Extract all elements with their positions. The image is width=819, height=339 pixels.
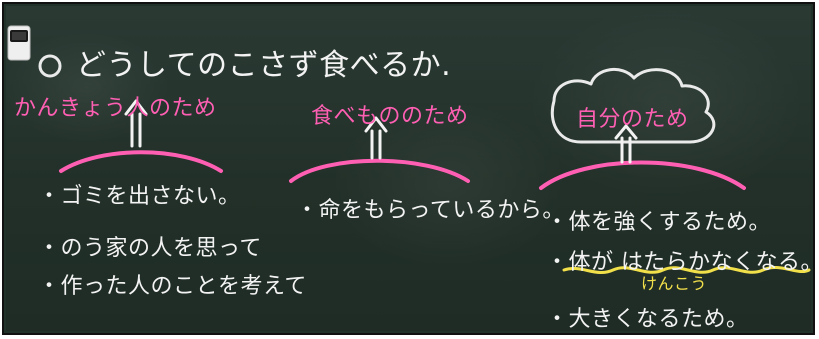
- blackboard-surface: どうしてのこさず食べるか. かんきょう人のため 食べもののため 自分のため ・ゴ…: [6, 6, 811, 331]
- blackboard-photo-frame: どうしてのこさず食べるか. かんきょう人のため 食べもののため 自分のため ・ゴ…: [2, 2, 815, 335]
- right-item-3: ・大きくなるため。: [546, 307, 749, 331]
- left-item-3: ・作った人のことを考えて: [38, 274, 307, 299]
- right-title: 自分のため: [576, 107, 689, 132]
- right-item-2: ・体が はたらかなくなる。: [546, 244, 811, 276]
- right-arc: [539, 160, 746, 190]
- chalk-drawings: [7, 25, 811, 275]
- middle-arc: [289, 158, 470, 183]
- middle-title: 食べもののため: [311, 104, 469, 129]
- right-item-2-text: ・体が はたらかなくなる。: [546, 250, 811, 275]
- middle-double-arrow: [364, 116, 388, 160]
- left-item-1: ・ゴミを出さない。: [38, 184, 241, 209]
- timer-device: [7, 25, 31, 61]
- right-double-arrow: [614, 124, 638, 164]
- left-double-arrow: [124, 99, 148, 148]
- left-arc: [59, 150, 223, 173]
- right-item-1: ・体を強くするため。: [546, 210, 772, 235]
- middle-item-1: ・命をもらっているから。: [296, 198, 565, 223]
- health-label: けんこう: [641, 274, 708, 293]
- health-wave-underline: [562, 265, 811, 275]
- left-item-2: ・のう家の人を思って: [38, 236, 262, 261]
- main-question: どうしてのこさず食べるか.: [76, 48, 452, 83]
- right-cloud: [550, 68, 716, 144]
- left-title: かんきょう人のため: [14, 96, 217, 121]
- question-bullet-circle: [38, 54, 62, 78]
